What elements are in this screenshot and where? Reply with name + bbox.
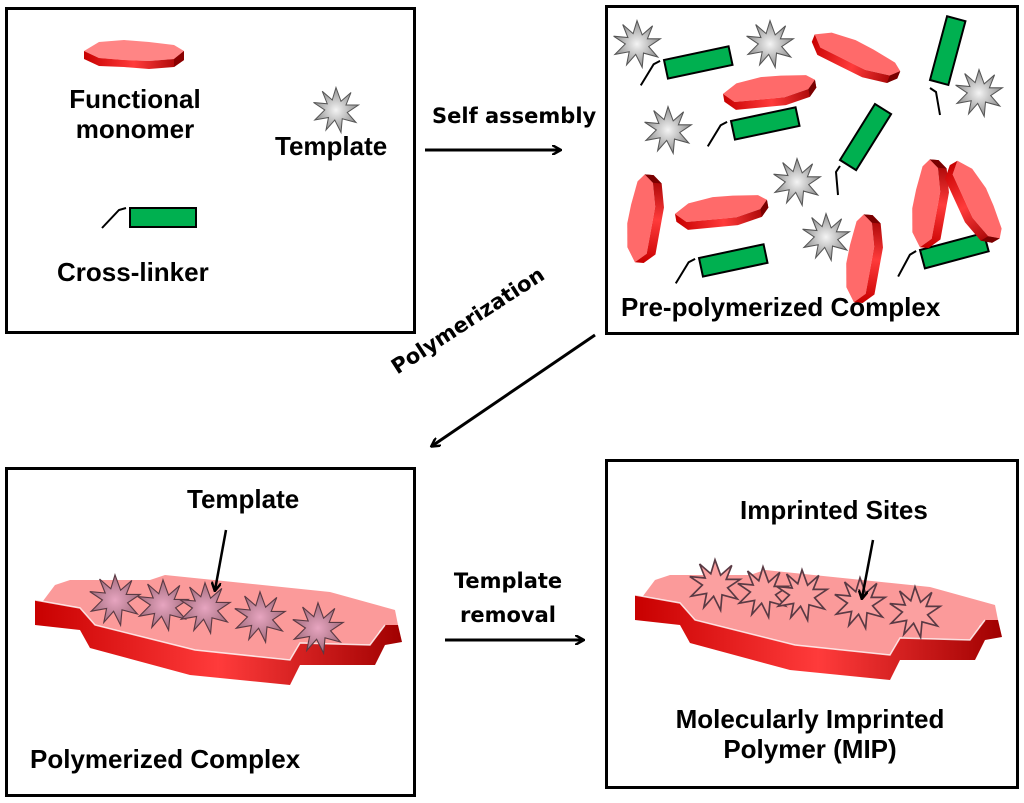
self-assembly-label: Self assembly <box>432 104 597 128</box>
panel-pre-polymerized-complex <box>605 5 1019 335</box>
imprinted-sites-callout-arrow <box>862 539 875 598</box>
imprinted-sites-label: Imprinted Sites <box>740 495 928 525</box>
panel-mip <box>605 459 1019 789</box>
template-callout-label: Template <box>187 484 300 514</box>
template-callout-arrow <box>215 529 228 590</box>
template-label: Template <box>275 131 388 161</box>
pre-polymerized-complex-title: Pre-polymerized Complex <box>621 292 941 322</box>
functional-monomer-icon <box>84 40 184 69</box>
functional-monomer-label: Functional monomer <box>69 84 201 144</box>
panel-polymerized-complex <box>5 467 416 797</box>
polymerization-arrow <box>432 333 596 446</box>
panel-components <box>5 7 416 334</box>
mip-title: Molecularly Imprinted Polymer (MIP) <box>675 704 945 764</box>
polymerized-complex-title: Polymerized Complex <box>30 744 301 774</box>
cross-linker-label: Cross-linker <box>57 257 209 287</box>
template-removal-label: Template removal <box>453 569 563 627</box>
pre-polymerized-components <box>612 15 1012 305</box>
